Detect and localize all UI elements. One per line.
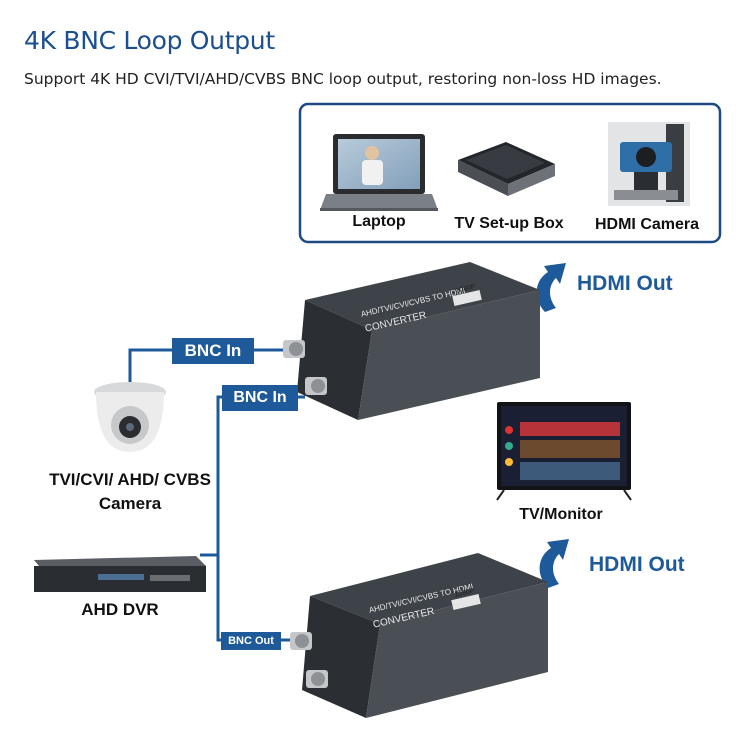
- bnc-in-tag-2: BNC In: [222, 385, 298, 411]
- bnc-out-tag: BNC Out: [221, 632, 281, 650]
- tv-box-icon: [458, 142, 555, 196]
- hdmi-camera-label: HDMI Camera: [594, 216, 700, 233]
- dome-camera-icon: [94, 382, 166, 452]
- hdmi-out-arrow-top: [536, 263, 566, 312]
- hdmi-out-label-bottom: HDMI Out: [589, 553, 685, 576]
- laptop-icon: [320, 134, 438, 211]
- hdmi-out-arrow-bottom: [539, 539, 569, 588]
- page-title: 4K BNC Loop Output: [24, 26, 275, 55]
- tv-icon: [496, 402, 632, 501]
- dvr-icon: [34, 556, 206, 592]
- camera-label-line1: TVI/CVI/ AHD/ CVBS: [49, 470, 211, 489]
- page-subtitle: Support 4K HD CVI/TVI/AHD/CVBS BNC loop …: [24, 70, 662, 88]
- bnc-in-tag-1: BNC In: [172, 338, 254, 364]
- converter-top: [283, 262, 540, 420]
- converter-bottom: [290, 553, 548, 718]
- laptop-label: Laptop: [352, 213, 406, 230]
- hdmi-out-label-top: HDMI Out: [577, 272, 673, 295]
- monitor-label: TV/Monitor: [519, 506, 603, 523]
- hdmi-camera-icon: [608, 122, 690, 206]
- tv-box-label: TV Set-up Box: [454, 215, 564, 232]
- camera-label-line2: Camera: [98, 494, 162, 513]
- dvr-label: AHD DVR: [81, 600, 159, 619]
